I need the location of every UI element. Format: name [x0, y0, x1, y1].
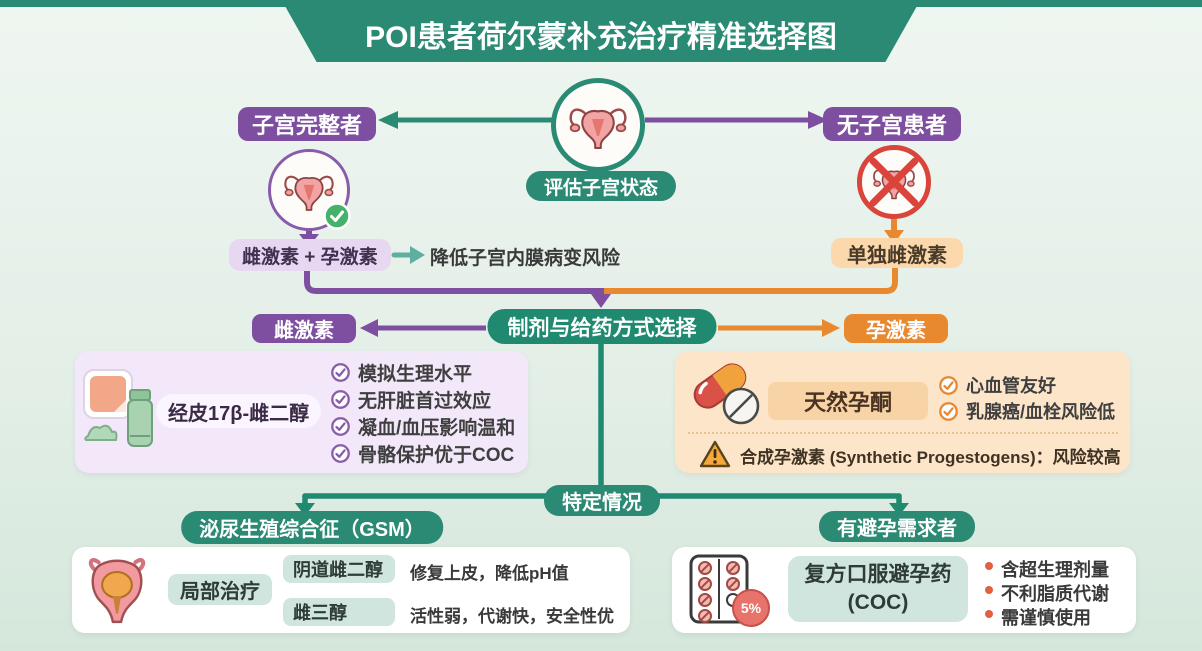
benefit-row: 心血管友好 [938, 372, 1056, 398]
top-strip [0, 0, 1202, 7]
bullet-dot [985, 562, 993, 570]
title-banner: POI患者荷尔蒙补充治疗精准选择图 [285, 6, 917, 62]
warning-icon [699, 440, 731, 468]
check-icon [330, 416, 351, 437]
special-situations-badge: 特定情况 [544, 485, 660, 516]
progestogen-badge: 孕激素 [844, 314, 948, 343]
dotted-divider [688, 432, 1118, 434]
check-icon [330, 443, 351, 464]
check-icon [330, 389, 351, 410]
endometrium-benefit-text: 降低子宫内膜病变风险 [430, 248, 621, 269]
local-therapy-badge: 局部治疗 [168, 574, 272, 605]
estriol-badge: 雌三醇 [283, 598, 395, 626]
vaginal-estradiol-badge: 阴道雌二醇 [283, 555, 395, 583]
regimen-left-badge: 雌激素 + 孕激素 [229, 239, 391, 271]
percent-badge: 5% [732, 589, 770, 627]
page-title: POI患者荷尔蒙补充治疗精准选择图 [365, 21, 837, 54]
option-desc: 修复上皮，降低pH值 [410, 564, 569, 583]
synthetic-warning-text: 合成孕激素 (Synthetic Progestogens)：风险较高 [740, 448, 1121, 467]
uterus-hub [551, 78, 645, 172]
note-row: 需谨慎使用 [985, 604, 1091, 630]
note-row: 含超生理剂量 [985, 556, 1109, 582]
bullet-dot [985, 586, 993, 594]
option-desc: 活性弱，代谢快，安全性优 [410, 607, 614, 626]
uterus-icon [568, 101, 628, 150]
uterus-intact-icon [268, 149, 351, 231]
natural-progesterone-badge: 天然孕酮 [768, 382, 928, 420]
branch-right-badge: 无子宫患者 [823, 107, 962, 141]
patch-tube-cream-icon [83, 369, 153, 447]
coc-line2: (COC) [847, 591, 909, 614]
check-icon [330, 362, 351, 383]
estrogen-badge: 雌激素 [252, 314, 356, 343]
coc-line1: 复方口服避孕药 [804, 563, 952, 586]
branch-left-badge: 子宫完整者 [238, 107, 377, 141]
bladder-icon [88, 558, 146, 624]
check-icon [938, 401, 959, 422]
coc-badge: 复方口服避孕药 (COC) [788, 556, 968, 622]
note-row: 不利脂质代谢 [985, 580, 1109, 606]
gsm-badge: 泌尿生殖综合征（GSM） [181, 511, 443, 544]
prohibition-cross-icon [869, 157, 919, 207]
benefit-row: 模拟生理水平 [330, 359, 472, 386]
selection-badge: 制剂与给药方式选择 [487, 309, 717, 344]
no-uterus-icon [857, 145, 931, 219]
benefit-row: 凝血/血压影响温和 [330, 413, 515, 440]
transdermal-estradiol-badge: 经皮17β-雌二醇 [156, 394, 322, 428]
capsule-pill-icon [693, 363, 760, 425]
benefit-row: 骨骼保护优于COC [330, 440, 514, 467]
contraception-badge: 有避孕需求者 [819, 511, 975, 542]
check-badge-icon [323, 202, 351, 230]
hub-label: 评估子宫状态 [525, 171, 677, 201]
benefit-row: 无肝脏首过效应 [330, 386, 491, 413]
benefit-row: 乳腺癌/血栓风险低 [938, 398, 1115, 424]
bullet-dot [985, 610, 993, 618]
check-icon [938, 375, 959, 396]
regimen-right-badge: 单独雌激素 [831, 238, 963, 268]
